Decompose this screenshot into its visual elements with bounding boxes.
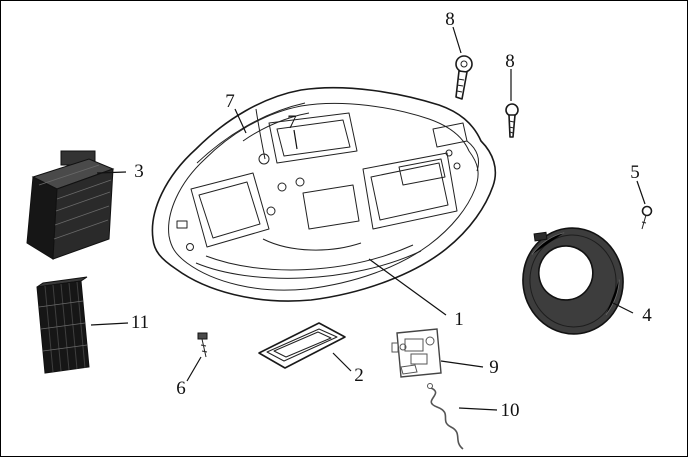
label-part-8a: 8 bbox=[445, 9, 455, 30]
part-8a-screw-drawing bbox=[455, 55, 473, 100]
label-part-5: 5 bbox=[630, 162, 640, 183]
part-8b-screw-drawing bbox=[505, 103, 519, 138]
part-2-gasket-drawing bbox=[258, 322, 346, 369]
label-part-4: 4 bbox=[642, 305, 652, 326]
label-part-2: 2 bbox=[354, 365, 364, 386]
label-part-6: 6 bbox=[176, 378, 186, 399]
label-part-7b: 7 bbox=[287, 112, 297, 133]
label-part-1: 1 bbox=[454, 309, 464, 330]
label-part-11: 11 bbox=[131, 312, 149, 333]
part-3-black-box-drawing bbox=[26, 150, 115, 260]
label-part-7a: 7 bbox=[225, 91, 235, 112]
part-10-cable-drawing bbox=[427, 383, 464, 450]
label-part-10: 10 bbox=[501, 400, 520, 421]
label-part-9: 9 bbox=[489, 357, 499, 378]
leader-lines bbox=[90, 26, 646, 411]
part-11-ribbed-box-drawing bbox=[36, 276, 90, 374]
label-part-3: 3 bbox=[134, 161, 144, 182]
part-9-bracket-drawing bbox=[391, 328, 442, 378]
label-part-8b: 8 bbox=[505, 51, 515, 72]
part-labels: 1 2 3 4 5 6 7 7 8 8 9 10 11 bbox=[131, 9, 652, 421]
part-5-screw-drawing bbox=[641, 205, 653, 230]
part-6-bolt-drawing bbox=[197, 332, 208, 358]
part-4-round-cover-drawing bbox=[522, 227, 624, 335]
part-1-main-body-drawing bbox=[151, 86, 497, 302]
